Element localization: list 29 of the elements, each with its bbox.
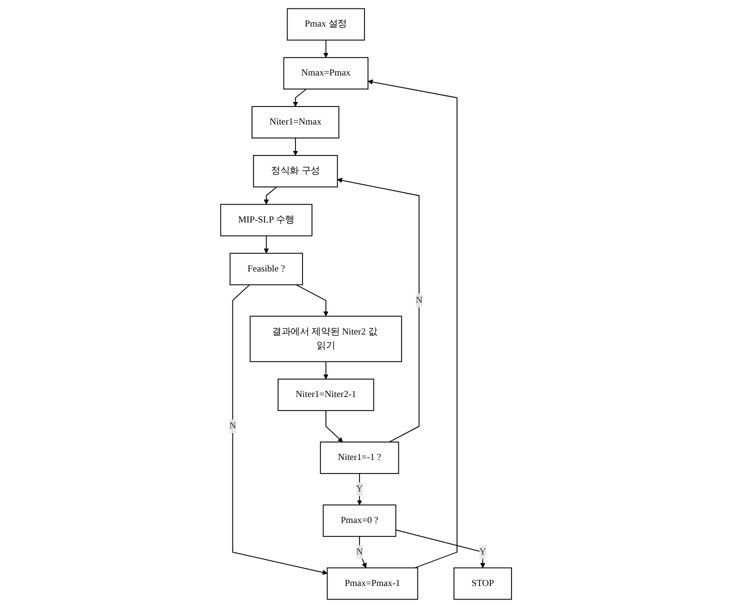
arrow <box>326 410 344 442</box>
node-box: STOP <box>454 567 512 600</box>
arrow <box>264 235 270 254</box>
arrow <box>368 80 458 568</box>
edge-label: Y <box>480 546 487 557</box>
node-box: Pmax=0 ? <box>323 504 397 537</box>
node-box: 결과에서 제약된 Niter2 값 읽기 <box>250 316 402 362</box>
edge-label: N <box>416 295 423 306</box>
arrow <box>293 138 298 156</box>
node-box: MIP-SLP 수행 <box>220 204 313 236</box>
node-box: Nmax=Pmax <box>284 57 369 90</box>
edge-label: N <box>230 421 236 431</box>
node-box: Pmax=Pmax-1 <box>327 567 419 600</box>
node-box: Feasible ? <box>230 252 304 286</box>
arrow <box>396 530 486 568</box>
arrow <box>293 88 308 107</box>
node-box: Niter1=Niter2-1 <box>278 378 374 412</box>
arrow <box>338 178 420 442</box>
arrow <box>296 284 329 316</box>
node-box: 정식화 구성 <box>253 155 338 188</box>
node-box: Niter1=-1 ? <box>320 442 400 474</box>
edge-label: Y <box>356 484 364 494</box>
arrow <box>324 361 329 380</box>
node-box: Niter1=Nmax <box>252 106 340 138</box>
node-box: Pmax 설정 <box>287 8 366 41</box>
arrow <box>264 186 278 205</box>
arrow <box>324 40 329 58</box>
arrow <box>232 284 328 575</box>
edge-label: N <box>356 546 364 557</box>
